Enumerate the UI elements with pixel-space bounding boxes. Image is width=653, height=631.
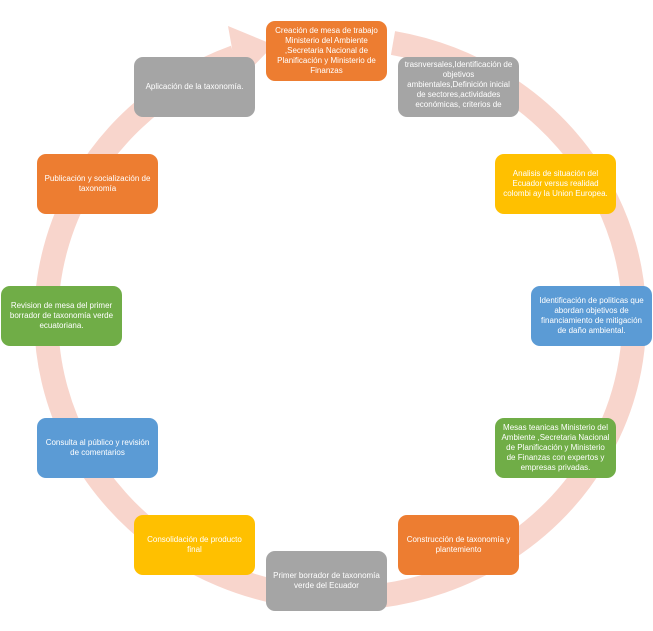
step-identificacion-politicas: Identificación de politicas que abordan … <box>531 286 652 346</box>
step-label: trasnversales,Identificación de objetivo… <box>404 60 513 109</box>
step-creacion-mesa-trabajo: Creación de mesa de trabajo Ministerio d… <box>266 21 387 81</box>
step-label: Construcción de taxonomía y plantemiento <box>406 535 511 554</box>
step-identificacion-objetivos: trasnversales,Identificación de objetivo… <box>398 57 519 117</box>
step-label: Mesas teanicas Ministerio del Ambiente ,… <box>501 423 610 472</box>
step-primer-borrador: Primer borrador de taxonomía verde del E… <box>266 551 387 611</box>
step-label: Creación de mesa de trabajo Ministerio d… <box>275 26 378 75</box>
step-label: Consulta al público y revisión de coment… <box>45 438 150 457</box>
step-consulta-publico: Consulta al público y revisión de coment… <box>37 418 158 478</box>
step-label: Aplicación de la taxonomía. <box>145 82 244 91</box>
step-label: Analisis de situación del Ecuador versus… <box>503 169 608 198</box>
step-construccion-taxonomia: Construcción de taxonomía y plantemiento <box>398 515 519 575</box>
step-mesas-tecnicas: Mesas teanicas Ministerio del Ambiente ,… <box>495 418 616 478</box>
step-label: Revision de mesa del primer borrador de … <box>9 301 114 330</box>
step-publicacion-socializacion: Publicación y socialización de taxonomía <box>37 154 158 214</box>
step-label: Publicación y socialización de taxonomía <box>44 174 151 193</box>
step-analisis-situacion: Analisis de situación del Ecuador versus… <box>495 154 616 214</box>
step-consolidacion-producto: Consolidación de producto final <box>134 515 255 575</box>
step-revision-mesa: Revision de mesa del primer borrador de … <box>1 286 122 346</box>
step-aplicacion-taxonomia: Aplicación de la taxonomía. <box>134 57 255 117</box>
step-label: Consolidación de producto final <box>147 535 242 554</box>
step-label: Identificación de politicas que abordan … <box>539 296 644 335</box>
step-label: Primer borrador de taxonomía verde del E… <box>273 571 380 590</box>
